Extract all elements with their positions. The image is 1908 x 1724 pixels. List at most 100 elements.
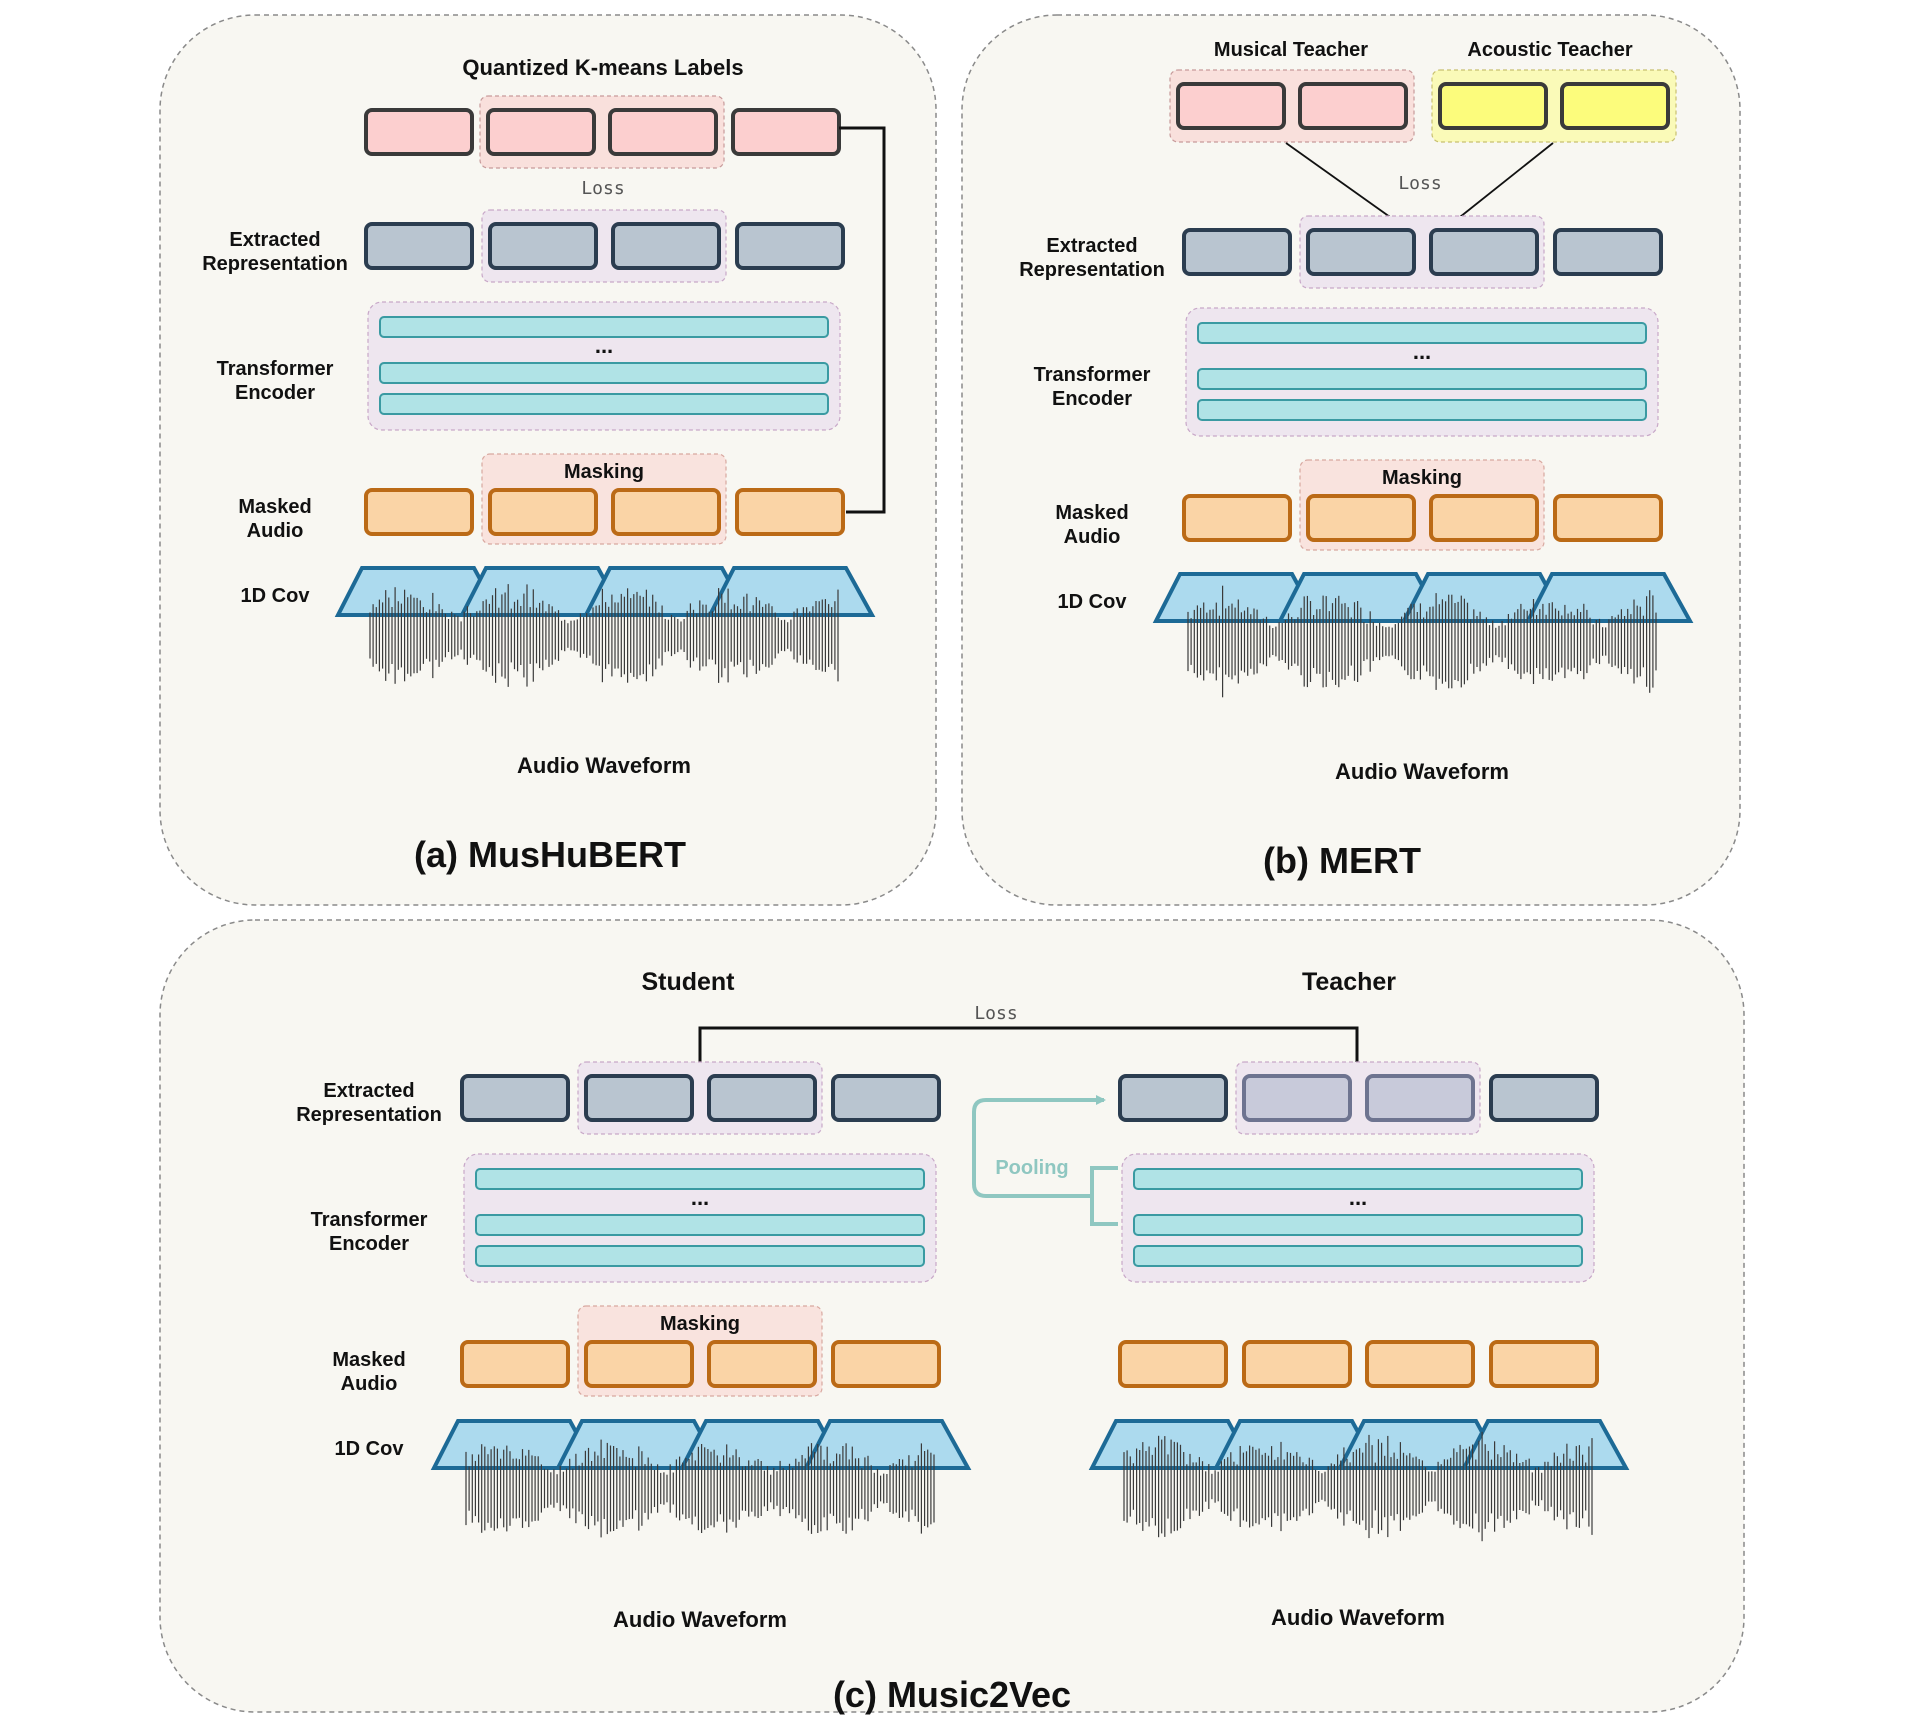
extracted-line1: Extracted <box>229 229 320 251</box>
rep-box <box>1489 1074 1599 1122</box>
acoustic-teacher-box <box>1438 82 1548 130</box>
rep-box <box>460 1074 570 1122</box>
transformer-line1: Transformer <box>217 358 334 380</box>
label-box <box>608 108 718 156</box>
masked-audio-row <box>364 488 845 536</box>
masked-box <box>584 1340 694 1388</box>
pooling-arrow <box>972 1095 1106 1198</box>
masked-box <box>488 488 598 536</box>
conv-row <box>334 566 876 617</box>
label-connector-line <box>839 126 886 514</box>
audio-box <box>1489 1340 1599 1388</box>
masked-box <box>611 488 721 536</box>
rep-box <box>584 1074 694 1122</box>
transformer-line2: Encoder <box>235 382 315 404</box>
extracted-line1: Extracted <box>323 1080 414 1102</box>
masked-audio-row <box>1182 494 1663 542</box>
conv-label: 1D Cov <box>241 585 311 607</box>
masked-line1: Masked <box>238 496 311 518</box>
masked-box <box>1429 494 1539 542</box>
panel-title: (c) Music2Vec <box>833 1674 1071 1715</box>
transformer-layer <box>379 393 829 415</box>
transformer-layer <box>379 362 829 384</box>
audio-waveform-graphic <box>369 584 839 687</box>
extracted-line2: Representation <box>296 1104 442 1126</box>
audio-waveform-graphic <box>1187 585 1657 698</box>
conv-row <box>1152 572 1694 623</box>
rep-box-pooled <box>1365 1074 1475 1122</box>
masking-label: Masking <box>660 1313 740 1335</box>
rep-box <box>488 222 598 270</box>
audio-box <box>1365 1340 1475 1388</box>
student-representation-row <box>460 1074 941 1122</box>
masked-line2: Audio <box>1064 526 1121 548</box>
transformer-layer <box>1197 322 1647 344</box>
label-box <box>364 108 474 156</box>
masked-box <box>1306 494 1416 542</box>
rep-box <box>707 1074 817 1122</box>
panel-title: (a) MusHuBERT <box>414 834 686 875</box>
rep-box <box>1306 228 1416 276</box>
extracted-representation-row <box>1182 228 1663 276</box>
transformer-ellipsis: ... <box>1413 339 1431 364</box>
masked-box <box>1182 494 1292 542</box>
student-heading: Student <box>641 968 735 996</box>
musical-teacher-box <box>1176 82 1286 130</box>
audio-box <box>1118 1340 1228 1388</box>
rep-box <box>1553 228 1663 276</box>
masked-line2: Audio <box>341 1373 398 1395</box>
transformer-line1: Transformer <box>311 1209 428 1231</box>
rep-box <box>735 222 845 270</box>
conv-block <box>802 1419 972 1470</box>
rep-box <box>364 222 474 270</box>
transformer-layer <box>379 316 829 338</box>
masking-label: Masking <box>564 461 644 483</box>
transformer-line2: Encoder <box>329 1233 409 1255</box>
masking-label: Masking <box>1382 467 1462 489</box>
transformer-layer <box>1133 1168 1583 1190</box>
transformer-ellipsis: ... <box>1349 1185 1367 1210</box>
masked-line2: Audio <box>247 520 304 542</box>
teacher-audio-waveform-graphic <box>1123 1431 1593 1542</box>
student-masked-audio-row <box>460 1340 941 1388</box>
rep-box-pooled <box>1242 1074 1352 1122</box>
transformer-layer <box>475 1168 925 1190</box>
masked-box <box>364 488 474 536</box>
masked-box <box>460 1340 570 1388</box>
rep-box <box>1118 1074 1228 1122</box>
student-audio-waveform-label: Audio Waveform <box>613 1607 787 1632</box>
panel-mert: Musical Teacher Acoustic Teacher Loss Ex… <box>961 14 1741 906</box>
masked-box <box>735 488 845 536</box>
transformer-layer <box>1133 1245 1583 1267</box>
extracted-line2: Representation <box>202 253 348 275</box>
loss-label: Loss <box>581 178 624 199</box>
audio-waveform-label: Audio Waveform <box>517 753 691 778</box>
transformer-line1: Transformer <box>1034 364 1151 386</box>
musical-teacher-box <box>1298 82 1408 130</box>
transformer-ellipsis: ... <box>691 1185 709 1210</box>
loss-line-right <box>1459 142 1554 218</box>
quantized-label-row <box>364 108 841 156</box>
masked-box <box>831 1340 941 1388</box>
teacher-masked-audio-row <box>1118 1340 1599 1388</box>
audio-box <box>1242 1340 1352 1388</box>
extracted-representation-row <box>364 222 845 270</box>
extracted-line1: Extracted <box>1046 235 1137 257</box>
pooling-label: Pooling <box>995 1157 1068 1179</box>
quantized-labels-title: Quantized K-means Labels <box>462 55 743 80</box>
label-box <box>731 108 841 156</box>
teacher-heading: Teacher <box>1302 968 1396 996</box>
masked-box <box>1553 494 1663 542</box>
rep-box <box>611 222 721 270</box>
panel-title: (b) MERT <box>1263 840 1421 881</box>
label-box <box>486 108 596 156</box>
conv-label: 1D Cov <box>335 1438 405 1460</box>
